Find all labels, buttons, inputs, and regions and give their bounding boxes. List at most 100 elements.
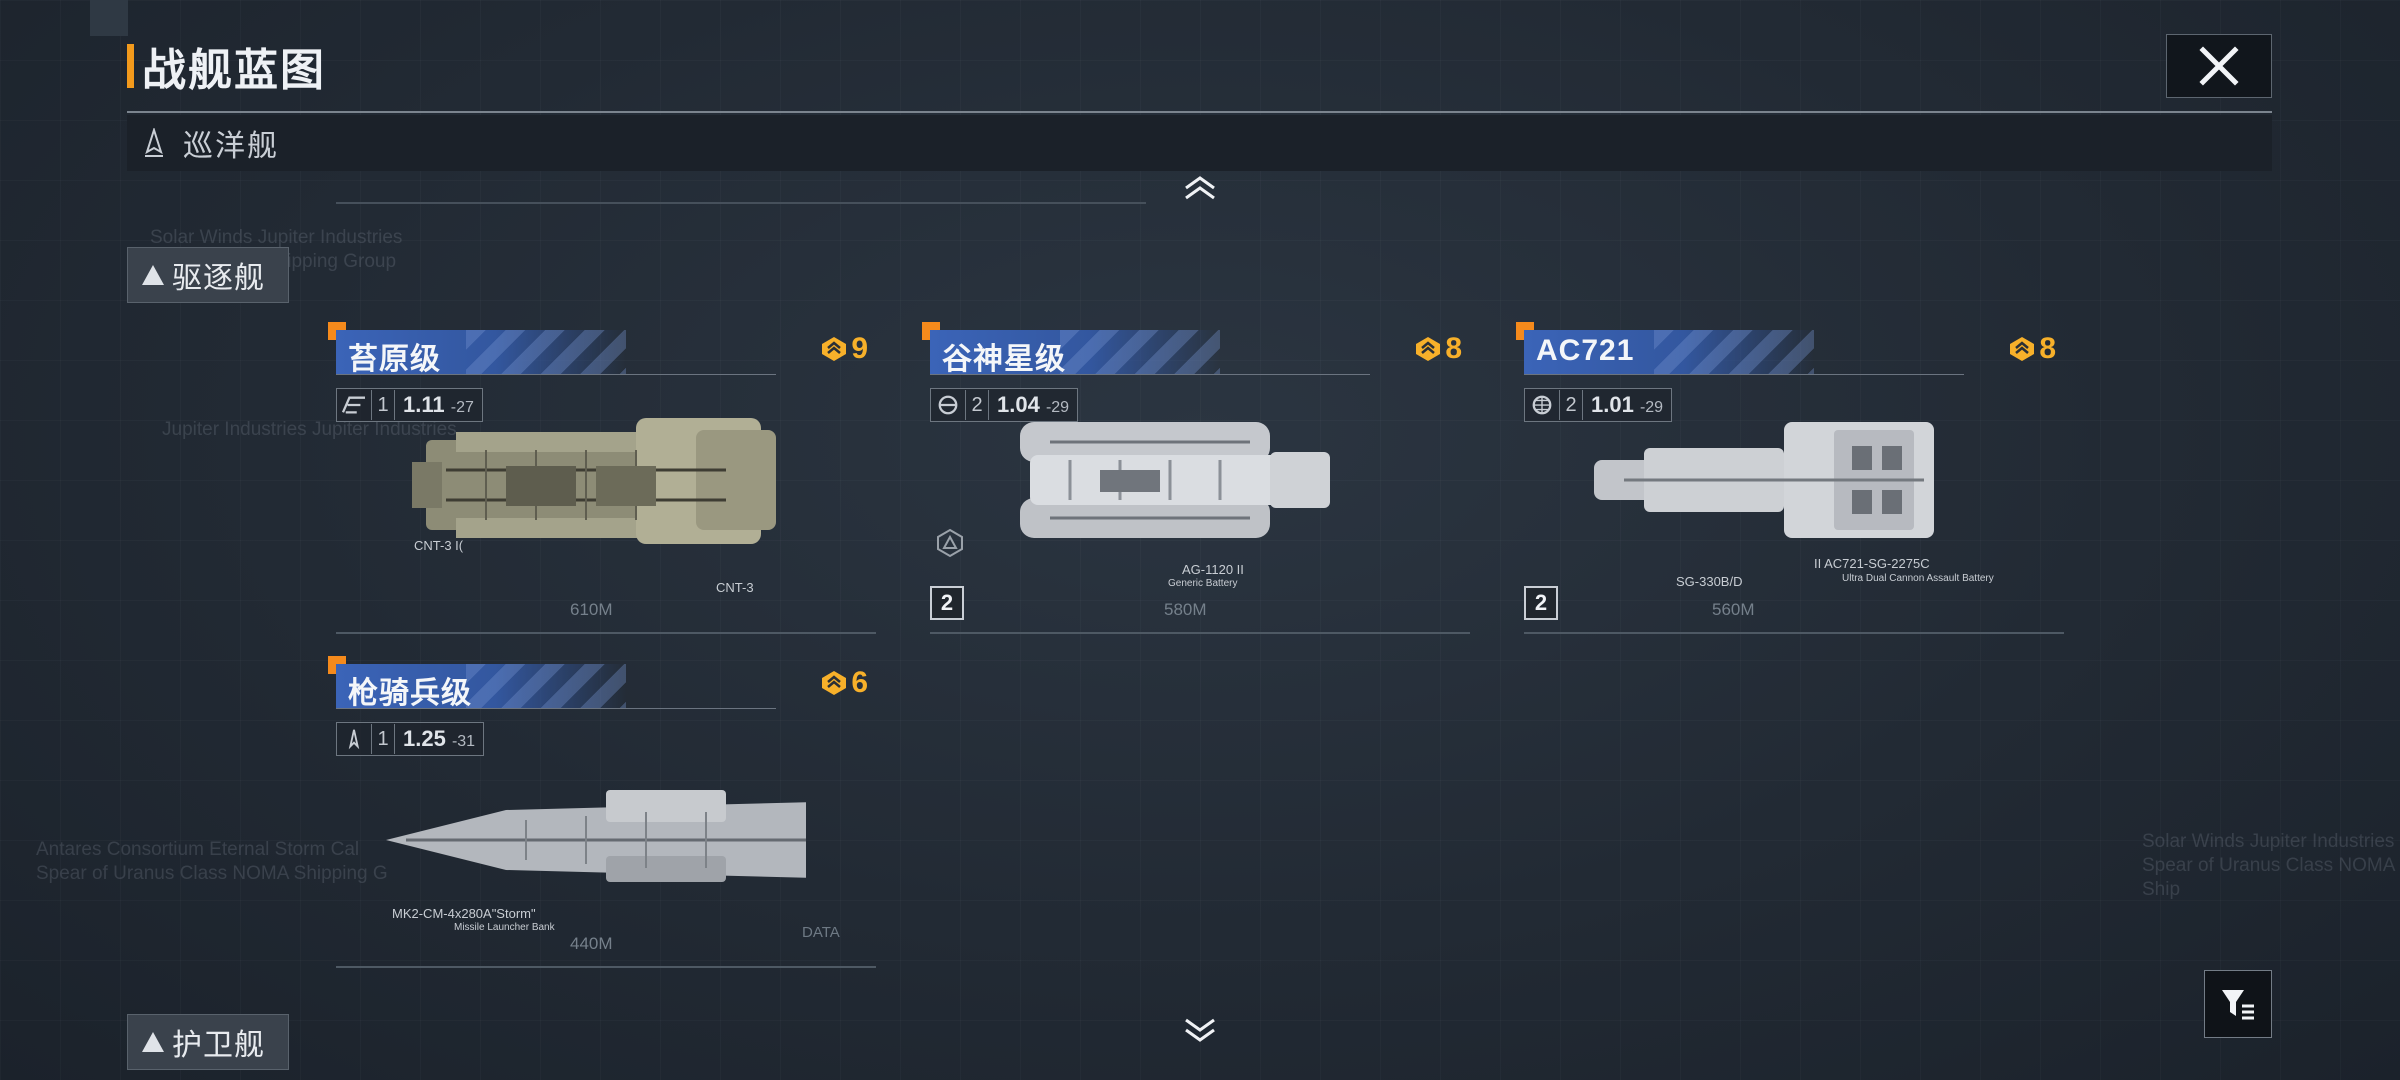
command-point-icon xyxy=(2010,337,2035,361)
ship-stats: 1 1.25 -31 xyxy=(336,722,485,756)
cost-value: 8 xyxy=(1445,332,1462,365)
weapon-label: Ultra Dual Cannon Assault Battery xyxy=(1842,573,1994,584)
weapon-label: MK2-CM-4x280A"Storm" xyxy=(392,906,536,921)
ship-card[interactable]: 苔原级 9 1 1.11 -27 CNT-3 I( CNT-3 610M xyxy=(328,322,896,640)
banner-underline xyxy=(1524,374,1964,375)
ship-hull-image xyxy=(386,790,806,882)
ship-name-banner xyxy=(336,330,626,374)
ship-length: 580M xyxy=(1164,600,1207,619)
ship-card[interactable]: 枪骑兵级 6 1 1.25 -31 MK2-CM-4x280A"Storm" M… xyxy=(328,656,896,974)
ship-tier: 1 xyxy=(372,724,395,754)
header-divider xyxy=(127,111,2272,113)
version-number: 1.04 xyxy=(997,392,1040,417)
cost-value: 6 xyxy=(851,666,868,699)
scroll-down-button[interactable] xyxy=(1182,1016,1218,1042)
title-accent-bar xyxy=(127,44,134,88)
globe-logo-icon xyxy=(1525,390,1560,420)
weapon-label: Missile Launcher Bank xyxy=(454,922,555,933)
command-point-icon xyxy=(822,671,847,695)
tab-label: 护卫舰 xyxy=(172,1029,265,1062)
ship-version: 1.01 -29 xyxy=(1583,392,1671,418)
scale-ruler xyxy=(930,620,1470,634)
version-number: 1.25 xyxy=(403,726,446,751)
banner-underline xyxy=(336,374,776,375)
ship-card[interactable]: AC721 8 2 1.01 -29 2 SG-330B/D II AC721-… xyxy=(1516,322,2084,640)
manufacturer-logo-icon xyxy=(931,390,966,420)
command-point-icon xyxy=(1416,337,1441,361)
chevron-up-icon xyxy=(1185,176,1215,200)
weapon-label: AG-1120 II xyxy=(1182,562,1244,577)
ship-hull-image xyxy=(1594,422,1934,538)
ship-card[interactable]: 谷神星级 8 2 1.04 -29 2 AG-1120 II Generic B… xyxy=(922,322,1490,640)
background-caption-line: Antares Consortium Eternal Storm Cal xyxy=(36,839,360,860)
weapon-label: DATA xyxy=(802,924,840,941)
filter-button[interactable] xyxy=(2204,970,2272,1038)
ship-length: 610M xyxy=(570,600,613,619)
cost-value: 8 xyxy=(2039,332,2056,365)
slot-count-badge: 2 xyxy=(1524,586,1558,620)
background-caption: Antares Consortium Eternal Storm Cal Spe… xyxy=(36,838,388,886)
slot-count-badge: 2 xyxy=(930,586,964,620)
ship-cost: 8 xyxy=(1415,332,1462,366)
weapon-label: Generic Battery xyxy=(1168,578,1238,589)
version-sub: -29 xyxy=(1045,399,1070,416)
ship-tier: 2 xyxy=(966,390,989,420)
background-caption-line: Solar Winds Jupiter Industries xyxy=(2142,831,2395,852)
armor-shield-icon xyxy=(937,528,963,558)
ship-length: 440M xyxy=(570,934,613,953)
page-title-text: 战舰蓝图 xyxy=(142,46,326,95)
weapon-label: CNT-3 I( xyxy=(414,538,464,553)
category-header-cruiser[interactable]: 巡洋舰 xyxy=(127,115,2272,171)
chevron-down-icon xyxy=(1185,1018,1215,1042)
scale-ruler xyxy=(336,954,876,968)
banner-underline xyxy=(336,708,776,709)
manufacturer-logo-icon xyxy=(337,724,372,754)
ship-stats: 1 1.11 -27 xyxy=(336,388,483,422)
tab-destroyer[interactable]: 驱逐舰 xyxy=(127,247,289,303)
version-number: 1.01 xyxy=(1591,392,1634,417)
ship-stats: 2 1.04 -29 xyxy=(930,388,1079,422)
ship-tier: 2 xyxy=(1560,390,1583,420)
ship-hull-image xyxy=(1020,422,1330,538)
background-caption-line: Spear of Uranus Class NOMA Ship xyxy=(2142,855,2395,900)
manufacturer-logo-icon xyxy=(337,390,372,420)
tab-label: 驱逐舰 xyxy=(172,262,265,295)
weapon-label: II AC721-SG-2275C xyxy=(1814,556,1930,571)
background-caption: Jupiter Industries Jupiter Industries xyxy=(162,419,457,440)
ship-stats: 2 1.01 -29 xyxy=(1524,388,1673,422)
version-sub: -27 xyxy=(450,399,474,416)
ship-cost: 8 xyxy=(2009,332,2056,366)
scroll-up-button[interactable] xyxy=(1182,176,1218,202)
cruiser-class-icon xyxy=(145,128,163,157)
ship-tier: 1 xyxy=(372,390,395,420)
category-label: 巡洋舰 xyxy=(183,130,279,163)
banner-underline xyxy=(930,374,1370,375)
page-title: 战舰蓝图 xyxy=(127,40,326,95)
version-number: 1.11 xyxy=(403,392,445,417)
tab-frigate[interactable]: 护卫舰 xyxy=(127,1014,289,1070)
ship-name-banner xyxy=(1524,330,1814,374)
close-icon xyxy=(2199,46,2239,86)
weapon-label: CNT-3 xyxy=(716,580,754,595)
corner-decoration xyxy=(90,0,128,36)
triangle-icon xyxy=(142,265,164,285)
ship-version: 1.04 -29 xyxy=(989,392,1077,418)
ship-cost: 9 xyxy=(821,332,868,366)
background-caption: Solar Winds Jupiter Industries Spear of … xyxy=(2142,830,2400,902)
close-button[interactable] xyxy=(2166,34,2272,98)
command-point-icon xyxy=(822,337,847,361)
scale-ruler xyxy=(336,620,876,634)
background-caption-line: Spear of Uranus Class NOMA Shipping G xyxy=(36,863,388,884)
ship-name-banner xyxy=(336,664,626,708)
ship-name-banner xyxy=(930,330,1220,374)
ship-length: 560M xyxy=(1712,600,1755,619)
ship-name: AC721 xyxy=(1536,334,1635,367)
ship-hull-image xyxy=(412,418,776,544)
cost-value: 9 xyxy=(851,332,868,365)
version-sub: -31 xyxy=(451,733,476,750)
triangle-icon xyxy=(142,1032,164,1052)
top-scale-ruler xyxy=(336,186,1146,204)
weapon-label: SG-330B/D xyxy=(1676,574,1743,589)
ship-version: 1.11 -27 xyxy=(395,392,482,418)
ship-name: 枪骑兵级 xyxy=(348,677,472,710)
